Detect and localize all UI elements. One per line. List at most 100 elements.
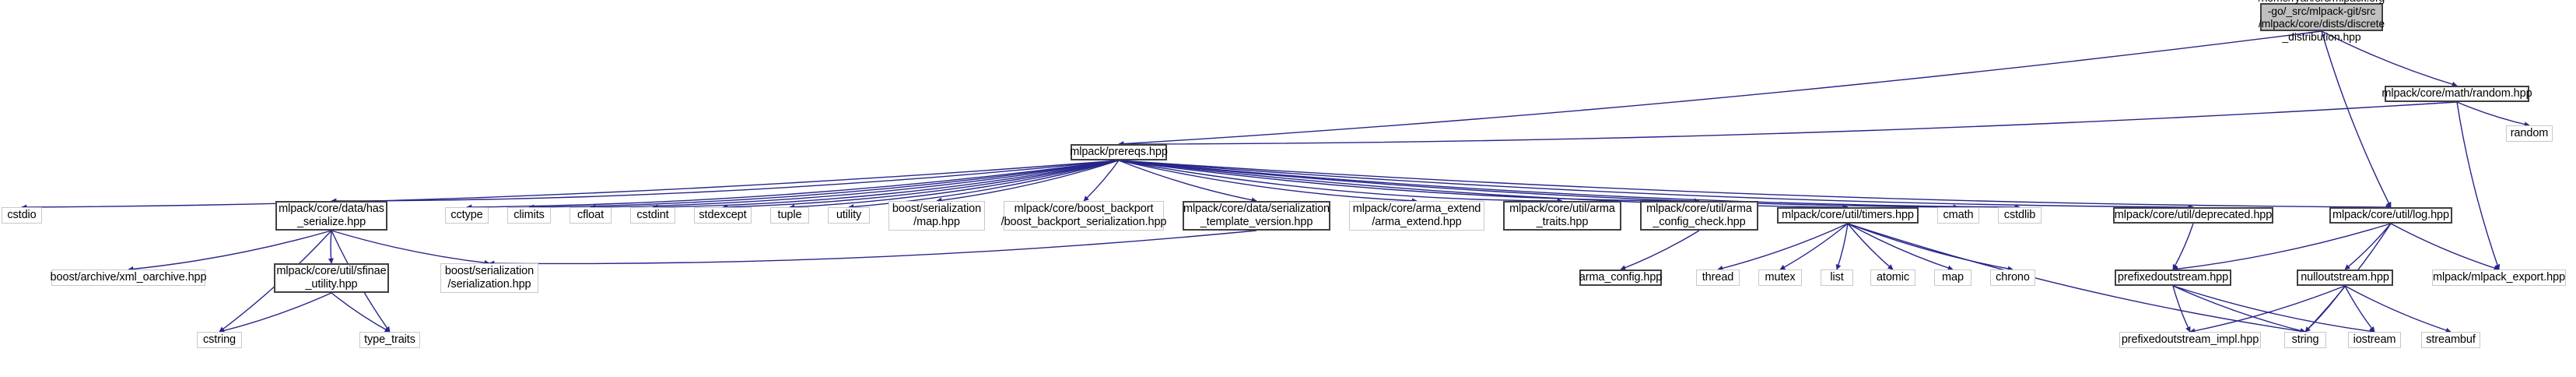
graph-node-label: cstdint xyxy=(636,209,669,221)
graph-node-label: mlpack/core/util/timers.hpp xyxy=(1782,209,1914,221)
graph-node-label: stdexcept xyxy=(699,209,747,221)
graph-node-label: arma_config.hpp xyxy=(1579,271,1663,284)
graph-node-label: cstring xyxy=(202,333,236,346)
graph-node-cstdlib[interactable]: cstdlib xyxy=(1998,207,2042,224)
edge-prereqs-to-utility xyxy=(848,160,1120,210)
graph-node-arma_traits[interactable]: mlpack/core/util/arma _traits.hpp xyxy=(1503,201,1621,231)
graph-node-arma_config[interactable]: arma_config.hpp xyxy=(1579,270,1662,286)
graph-node-sfinae_utility[interactable]: mlpack/core/util/sfinae _utility.hpp xyxy=(274,263,389,293)
graph-node-xml_oarchive[interactable]: boost/archive/xml_oarchive.hpp xyxy=(51,270,207,286)
edge-prefixedout-to-iostream xyxy=(2172,285,2375,334)
graph-node-label: cstdio xyxy=(7,209,37,221)
graph-node-map[interactable]: map xyxy=(1934,270,1971,286)
graph-node-cmath[interactable]: cmath xyxy=(1937,207,1979,224)
graph-node-prefixed_impl[interactable]: prefixedoutstream_impl.hpp xyxy=(2119,332,2261,348)
edge-deprecated-to-prefixedout xyxy=(2172,223,2194,270)
graph-node-iostream[interactable]: iostream xyxy=(2348,332,2401,348)
graph-node-list[interactable]: list xyxy=(1821,270,1853,286)
graph-node-arma_cfg_check[interactable]: mlpack/core/util/arma _config_check.hpp xyxy=(1640,201,1758,231)
graph-node-cstdio[interactable]: cstdio xyxy=(2,207,42,224)
edge-prefixedout-to-prefixed_impl xyxy=(2172,285,2191,333)
graph-node-label: boost/archive/xml_oarchive.hpp xyxy=(50,271,207,284)
graph-node-prefixedout[interactable]: prefixedoutstream.hpp xyxy=(2115,270,2231,286)
edge-paths xyxy=(21,30,2530,334)
edge-timers-to-chrono xyxy=(1847,223,2013,272)
edge-prereqs-to-boost_ser_map xyxy=(936,160,1120,203)
graph-node-cstring[interactable]: cstring xyxy=(197,332,242,348)
graph-node-label: random xyxy=(2510,127,2549,139)
edge-timers-to-mutex xyxy=(1779,223,1849,270)
graph-node-label: nulloutstream.hpp xyxy=(2301,271,2389,284)
graph-node-timers[interactable]: mlpack/core/util/timers.hpp xyxy=(1777,207,1919,224)
edge-prereqs-to-tuple xyxy=(789,160,1120,210)
graph-node-string[interactable]: string xyxy=(2284,332,2326,348)
edge-prereqs-to-climits xyxy=(528,160,1120,210)
graph-node-thread[interactable]: thread xyxy=(1696,270,1740,286)
graph-node-climits[interactable]: climits xyxy=(507,207,551,224)
graph-node-boost_ser_map[interactable]: boost/serialization /map.hpp xyxy=(888,201,985,231)
graph-node-label: thread xyxy=(1702,271,1734,284)
graph-node-label: type_traits xyxy=(364,333,415,346)
graph-node-label: mlpack/mlpack_export.hpp xyxy=(2432,271,2566,284)
edge-prereqs-to-arma_extend xyxy=(1118,160,1418,204)
graph-node-stdexcept[interactable]: stdexcept xyxy=(694,207,752,224)
graph-node-mlpack_export[interactable]: mlpack/mlpack_export.hpp xyxy=(2432,270,2566,286)
edge-prereqs-to-cmath xyxy=(1118,160,1959,210)
graph-node-label: iostream xyxy=(2353,333,2396,346)
edge-prereqs-to-cstdint xyxy=(652,160,1120,210)
graph-node-label: cmath xyxy=(1943,209,1974,221)
edge-timers-to-map xyxy=(1847,223,1954,271)
edge-nullout-to-string xyxy=(2304,285,2346,333)
graph-node-nullout[interactable]: nulloutstream.hpp xyxy=(2297,270,2393,286)
graph-node-label: mlpack/core/math/random.hpp xyxy=(2381,87,2532,100)
graph-node-streambuf[interactable]: streambuf xyxy=(2421,332,2480,348)
graph-node-label: mlpack/prereqs.hpp xyxy=(1070,146,1168,158)
edge-sfinae_utility-to-cstring xyxy=(219,292,332,333)
edge-sfinae_utility-to-type_traits xyxy=(331,292,391,333)
graph-node-cctype[interactable]: cctype xyxy=(445,207,489,224)
edge-log_hpp-to-nullout xyxy=(2344,223,2392,270)
graph-node-arma_extend[interactable]: mlpack/core/arma_extend /arma_extend.hpp xyxy=(1349,201,1484,231)
graph-node-label: map xyxy=(1942,271,1964,284)
edge-prereqs-to-deprecated xyxy=(1118,160,2194,210)
edge-prereqs-to-boost_backport xyxy=(1083,160,1120,202)
graph-node-atomic[interactable]: atomic xyxy=(1870,270,1915,286)
graph-node-label: atomic xyxy=(1876,271,1910,284)
graph-node-cfloat[interactable]: cfloat xyxy=(570,207,612,224)
edge-prereqs-to-log_hpp xyxy=(1118,160,2392,210)
graph-node-cstdint[interactable]: cstdint xyxy=(630,207,675,224)
graph-node-mutex[interactable]: mutex xyxy=(1758,270,1802,286)
edge-ser_template_ver-to-boost_ser xyxy=(489,230,1257,266)
edge-prefixedout-to-string xyxy=(2172,285,2306,333)
graph-node-boost_ser[interactable]: boost/serialization /serialization.hpp xyxy=(440,263,538,293)
graph-node-label: cctype xyxy=(450,209,483,221)
graph-node-label: /home/ryan/src/mlpack.org -go/_src/mlpac… xyxy=(2258,0,2385,43)
graph-node-prereqs[interactable]: mlpack/prereqs.hpp xyxy=(1070,144,1168,160)
edge-root-to-prereqs xyxy=(1118,30,2322,147)
graph-node-chrono[interactable]: chrono xyxy=(1990,270,2035,286)
graph-node-label: mlpack/core/arma_extend /arma_extend.hpp xyxy=(1352,203,1481,228)
graph-node-has_serialize[interactable]: mlpack/core/data/has _serialize.hpp xyxy=(275,201,387,231)
graph-node-deprecated[interactable]: mlpack/core/util/deprecated.hpp xyxy=(2113,207,2273,224)
edge-log_hpp-to-mlpack_export xyxy=(2390,223,2500,271)
graph-node-random[interactable]: random xyxy=(2506,125,2553,142)
graph-node-type_traits[interactable]: type_traits xyxy=(359,332,420,348)
graph-node-tuple[interactable]: tuple xyxy=(770,207,809,224)
graph-node-label: mlpack/core/data/has _serialize.hpp xyxy=(279,203,384,228)
graph-node-root[interactable]: /home/ryan/src/mlpack.org -go/_src/mlpac… xyxy=(2259,0,2385,43)
edge-nullout-to-iostream xyxy=(2344,285,2375,333)
edge-prereqs-to-has_serialize xyxy=(331,160,1120,204)
graph-node-ser_template_ver[interactable]: mlpack/core/data/serialization _template… xyxy=(1183,201,1330,231)
graph-node-random_hpp[interactable]: mlpack/core/math/random.hpp xyxy=(2381,86,2532,102)
graph-node-label: mutex xyxy=(1765,271,1796,284)
edge-prereqs-to-timers xyxy=(1118,160,1849,210)
graph-node-label: mlpack/core/util/deprecated.hpp xyxy=(2114,209,2273,221)
graph-node-utility[interactable]: utility xyxy=(828,207,870,224)
edge-root-to-log_hpp xyxy=(2321,30,2392,208)
graph-node-label: mlpack/core/util/log.hpp xyxy=(2332,209,2449,221)
edge-prereqs-to-cstdlib xyxy=(1118,160,2020,210)
graph-node-log_hpp[interactable]: mlpack/core/util/log.hpp xyxy=(2329,207,2452,224)
graph-node-boost_backport[interactable]: mlpack/core/boost_backport /boost_backpo… xyxy=(1001,201,1166,231)
graph-node-label: streambuf xyxy=(2426,333,2476,346)
